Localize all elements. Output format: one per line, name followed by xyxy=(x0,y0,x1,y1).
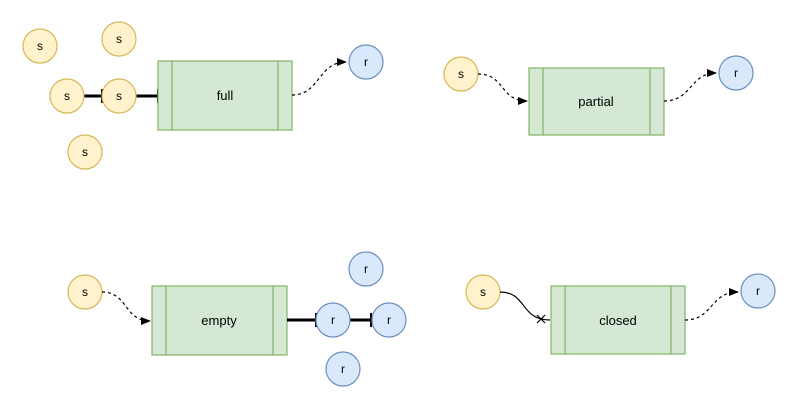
svg-text:s: s xyxy=(82,145,88,159)
receiver-node: r xyxy=(718,55,754,91)
dashed-arrow xyxy=(477,73,528,105)
channel-box-closed: closed xyxy=(550,285,686,355)
channel-box-full: full xyxy=(157,60,293,131)
cross-mark xyxy=(536,314,546,324)
svg-text:full: full xyxy=(217,88,234,103)
svg-text:r: r xyxy=(734,66,738,80)
svg-text:r: r xyxy=(756,284,760,298)
solid-connector xyxy=(499,291,551,321)
svg-text:s: s xyxy=(458,67,464,81)
svg-text:partial: partial xyxy=(578,94,614,109)
sender-node: s xyxy=(101,78,137,114)
svg-text:s: s xyxy=(37,39,43,53)
sender-node: s xyxy=(49,78,85,114)
svg-text:s: s xyxy=(116,89,122,103)
panel-closed: s closed r xyxy=(465,273,776,355)
panel-empty: s empty r r r r xyxy=(67,251,407,387)
svg-text:r: r xyxy=(341,362,345,376)
sender-node: s xyxy=(22,28,58,64)
receiver-node: r xyxy=(348,44,384,80)
receiver-node: r xyxy=(740,273,776,309)
dashed-arrow xyxy=(663,69,717,102)
sender-node: s xyxy=(67,274,103,310)
panel-partial: s partial r xyxy=(443,55,754,136)
dashed-arrow xyxy=(291,58,347,96)
svg-text:s: s xyxy=(480,285,486,299)
svg-text:s: s xyxy=(64,89,70,103)
svg-text:r: r xyxy=(331,313,335,327)
svg-text:r: r xyxy=(364,262,368,276)
svg-text:s: s xyxy=(82,285,88,299)
receiver-node: r xyxy=(348,251,384,287)
svg-text:empty: empty xyxy=(201,313,237,328)
svg-text:closed: closed xyxy=(599,313,637,328)
sender-node: s xyxy=(443,56,479,92)
receiver-node: r xyxy=(371,302,407,338)
svg-text:r: r xyxy=(364,55,368,69)
receiver-node: r xyxy=(325,351,361,387)
sender-node: s xyxy=(101,21,137,57)
svg-text:r: r xyxy=(387,313,391,327)
channel-box-partial: partial xyxy=(528,67,665,136)
receiver-node: r xyxy=(315,302,351,338)
sender-node: s xyxy=(67,134,103,170)
svg-text:s: s xyxy=(116,32,122,46)
sender-node: s xyxy=(465,274,501,310)
dashed-arrow xyxy=(684,288,739,321)
dashed-arrow xyxy=(101,291,151,325)
panel-full: s s s s s full xyxy=(22,21,384,170)
channel-box-empty: empty xyxy=(151,285,288,356)
